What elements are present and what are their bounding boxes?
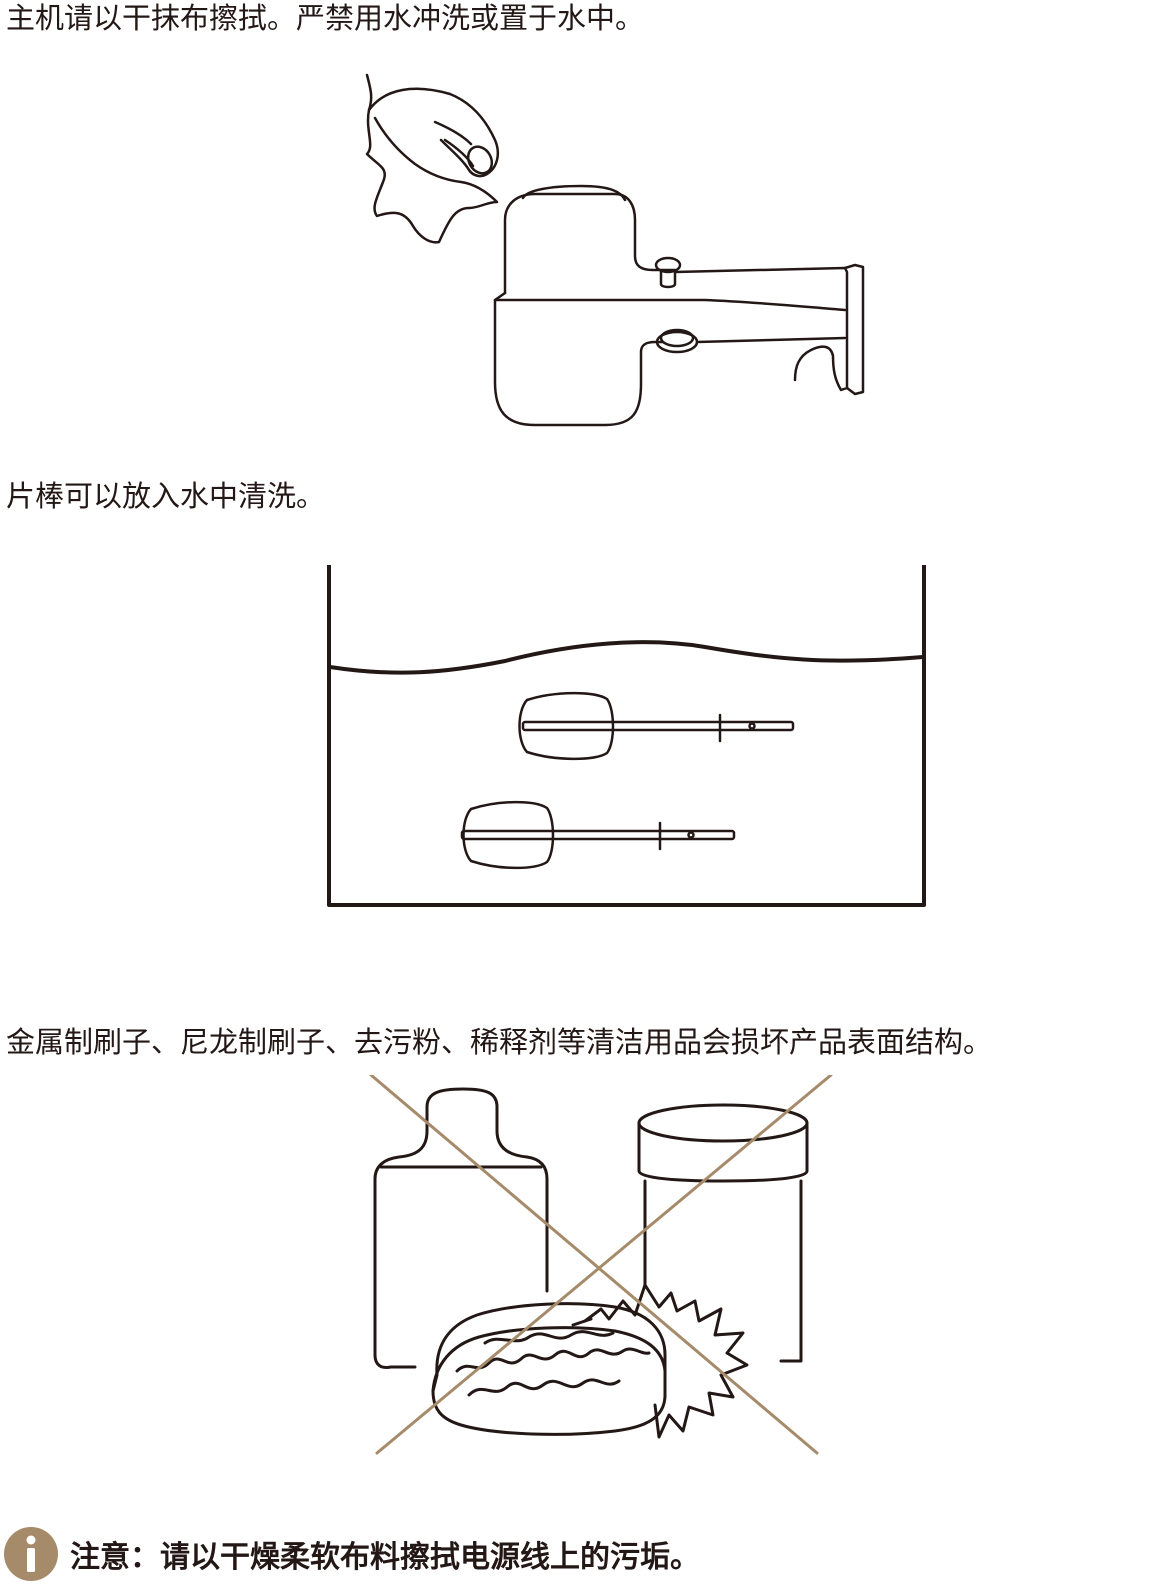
prohibited-cross-icon: [369, 1075, 833, 1455]
caption-blade-cleaning: 片棒可以放入水中清洗。: [6, 479, 326, 513]
hand-icon: [365, 73, 499, 178]
note-text: 注意：请以干燥柔软布料擦拭电源线上的污垢。: [70, 1540, 700, 1575]
caption-host-cleaning: 主机请以干抹布擦拭。严禁用水冲洗或置于水中。: [6, 1, 645, 35]
bottle-icon: [373, 1087, 549, 1369]
info-icon: [4, 1527, 58, 1581]
blade-upper-icon: [518, 691, 795, 761]
scrub-brush-icon: [571, 1283, 749, 1439]
blade-lower-icon: [460, 800, 736, 870]
note: 注意：请以干燥柔软布料擦拭电源线上的污垢。: [4, 1522, 700, 1586]
jar-icon: [637, 1103, 809, 1363]
blades-in-water-illustration: [327, 565, 926, 907]
prohibited-cleaners-illustration: [369, 1075, 833, 1455]
caption-prohibited-cleaners: 金属制刷子、尼龙制刷子、去污粉、稀释剂等清洁用品会损坏产品表面结构。: [6, 1025, 993, 1059]
cloth-icon: [365, 108, 499, 244]
water-surface: [328, 640, 925, 675]
basin-icon: [327, 565, 926, 907]
sponge-icon: [431, 1302, 667, 1436]
wipe-host-illustration: [365, 73, 865, 427]
